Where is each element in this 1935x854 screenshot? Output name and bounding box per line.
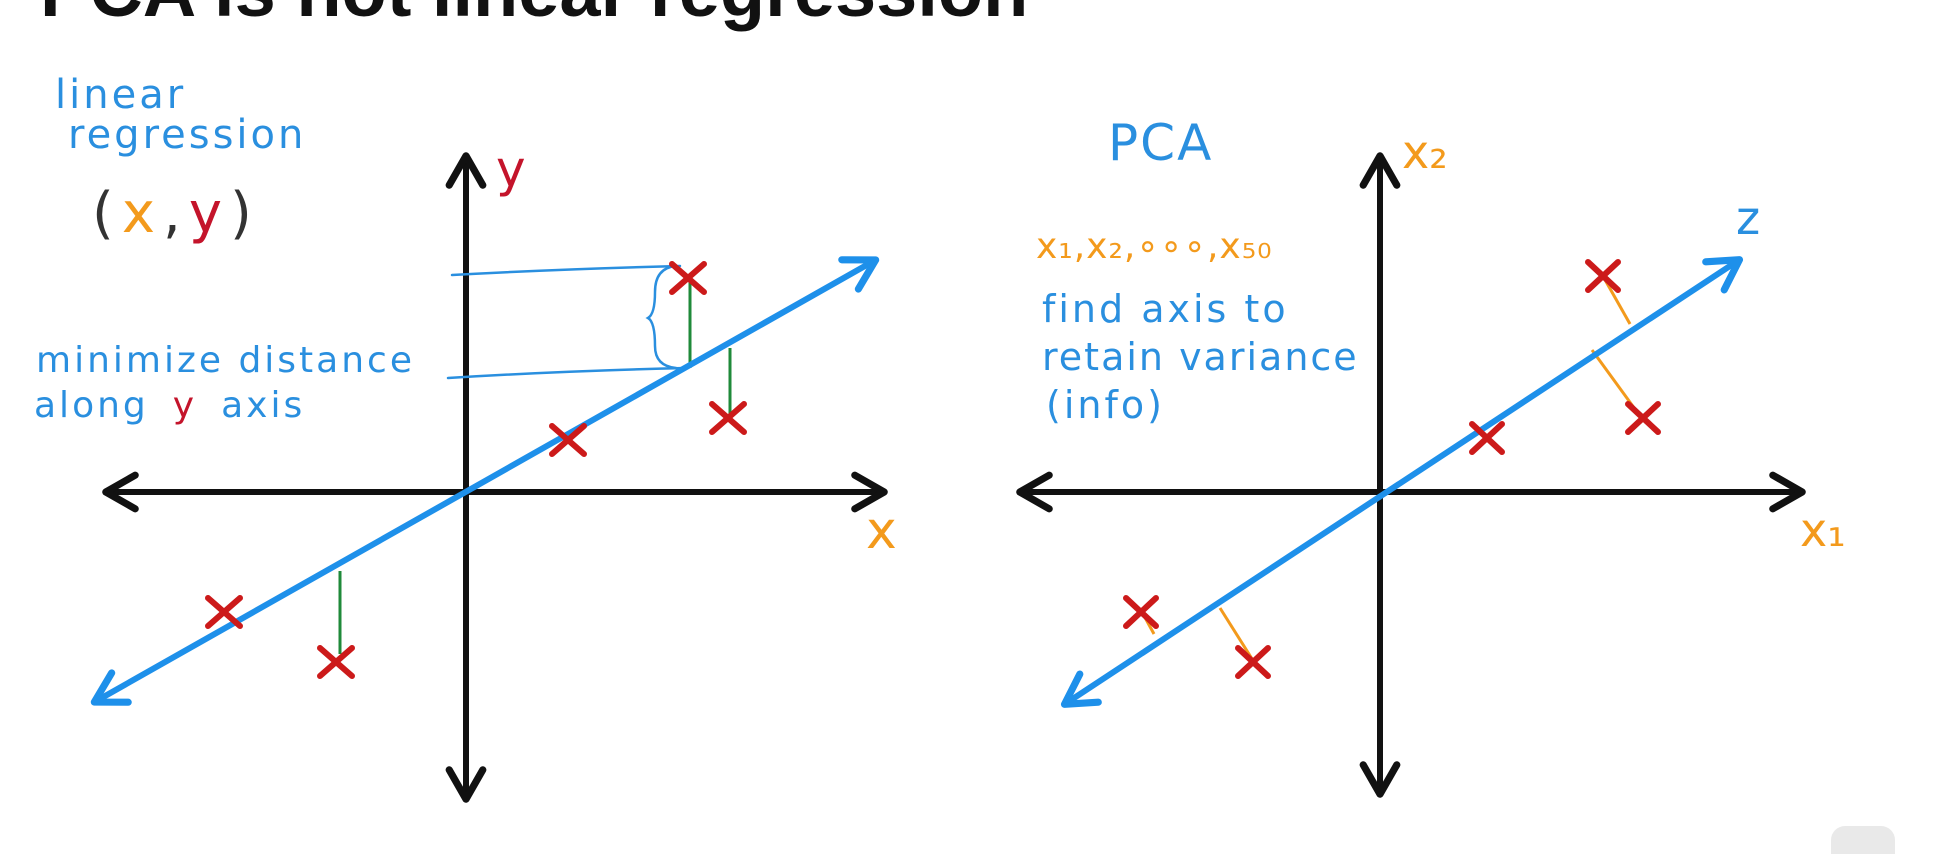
data-point-marker xyxy=(205,595,243,629)
data-point-marker xyxy=(549,423,587,457)
projection-line xyxy=(1602,277,1632,325)
data-point-marker xyxy=(709,401,747,435)
note-axis: axis xyxy=(221,385,305,426)
left-y-axis-label: y xyxy=(496,140,526,198)
x2-axis-label: x₂ xyxy=(1402,125,1448,179)
principal-axis-z xyxy=(1060,256,1744,708)
data-point-marker xyxy=(1123,595,1159,629)
note-y: y xyxy=(173,385,197,426)
pca-note-line1: find axis to xyxy=(1042,287,1289,331)
distance-brace xyxy=(645,264,678,370)
pair-y: y xyxy=(189,181,230,246)
left-heading-line2: regression xyxy=(68,112,306,158)
features-label: x₁,x₂,∘∘∘,x₅₀ xyxy=(1036,226,1273,267)
pair-open-paren: ( xyxy=(92,181,122,246)
data-point-marker xyxy=(317,645,355,679)
pca-heading: PCA xyxy=(1108,114,1213,172)
x1-axis-label: x₁ xyxy=(1800,503,1846,557)
pca-panel: PCA x₁,x₂,∘∘∘,x₅₀ find axis to retain va… xyxy=(1016,114,1846,798)
pca-note-line3: (info) xyxy=(1046,383,1165,427)
data-point-marker xyxy=(1469,421,1505,455)
data-point-marker xyxy=(1585,259,1621,293)
projection-line xyxy=(1218,607,1256,663)
pair-close-paren: ) xyxy=(230,181,260,246)
xy-pair-label: (x,y) xyxy=(92,181,260,246)
data-point-marker xyxy=(669,261,707,295)
data-point-marker xyxy=(1625,401,1661,435)
pca-note-line2: retain variance xyxy=(1042,335,1359,379)
left-x-axis-label: x xyxy=(866,501,897,561)
note-along: along xyxy=(34,385,149,426)
linear-regression-panel: linear regression (x,y) minimize distanc… xyxy=(34,72,897,803)
regression-line xyxy=(90,256,880,706)
minimize-note-line1: minimize distance xyxy=(36,340,415,381)
left-heading-line1: linear xyxy=(55,72,186,118)
page-title: PCA is not linear regression xyxy=(40,0,1028,33)
pair-comma: , xyxy=(163,181,189,246)
corner-overlay-icon xyxy=(1831,826,1895,854)
data-point-marker xyxy=(1235,645,1271,679)
distance-guide-lower xyxy=(446,366,688,380)
z-axis-label: z xyxy=(1736,191,1760,245)
distance-guide-upper xyxy=(450,264,682,277)
pair-x: x xyxy=(122,181,163,246)
